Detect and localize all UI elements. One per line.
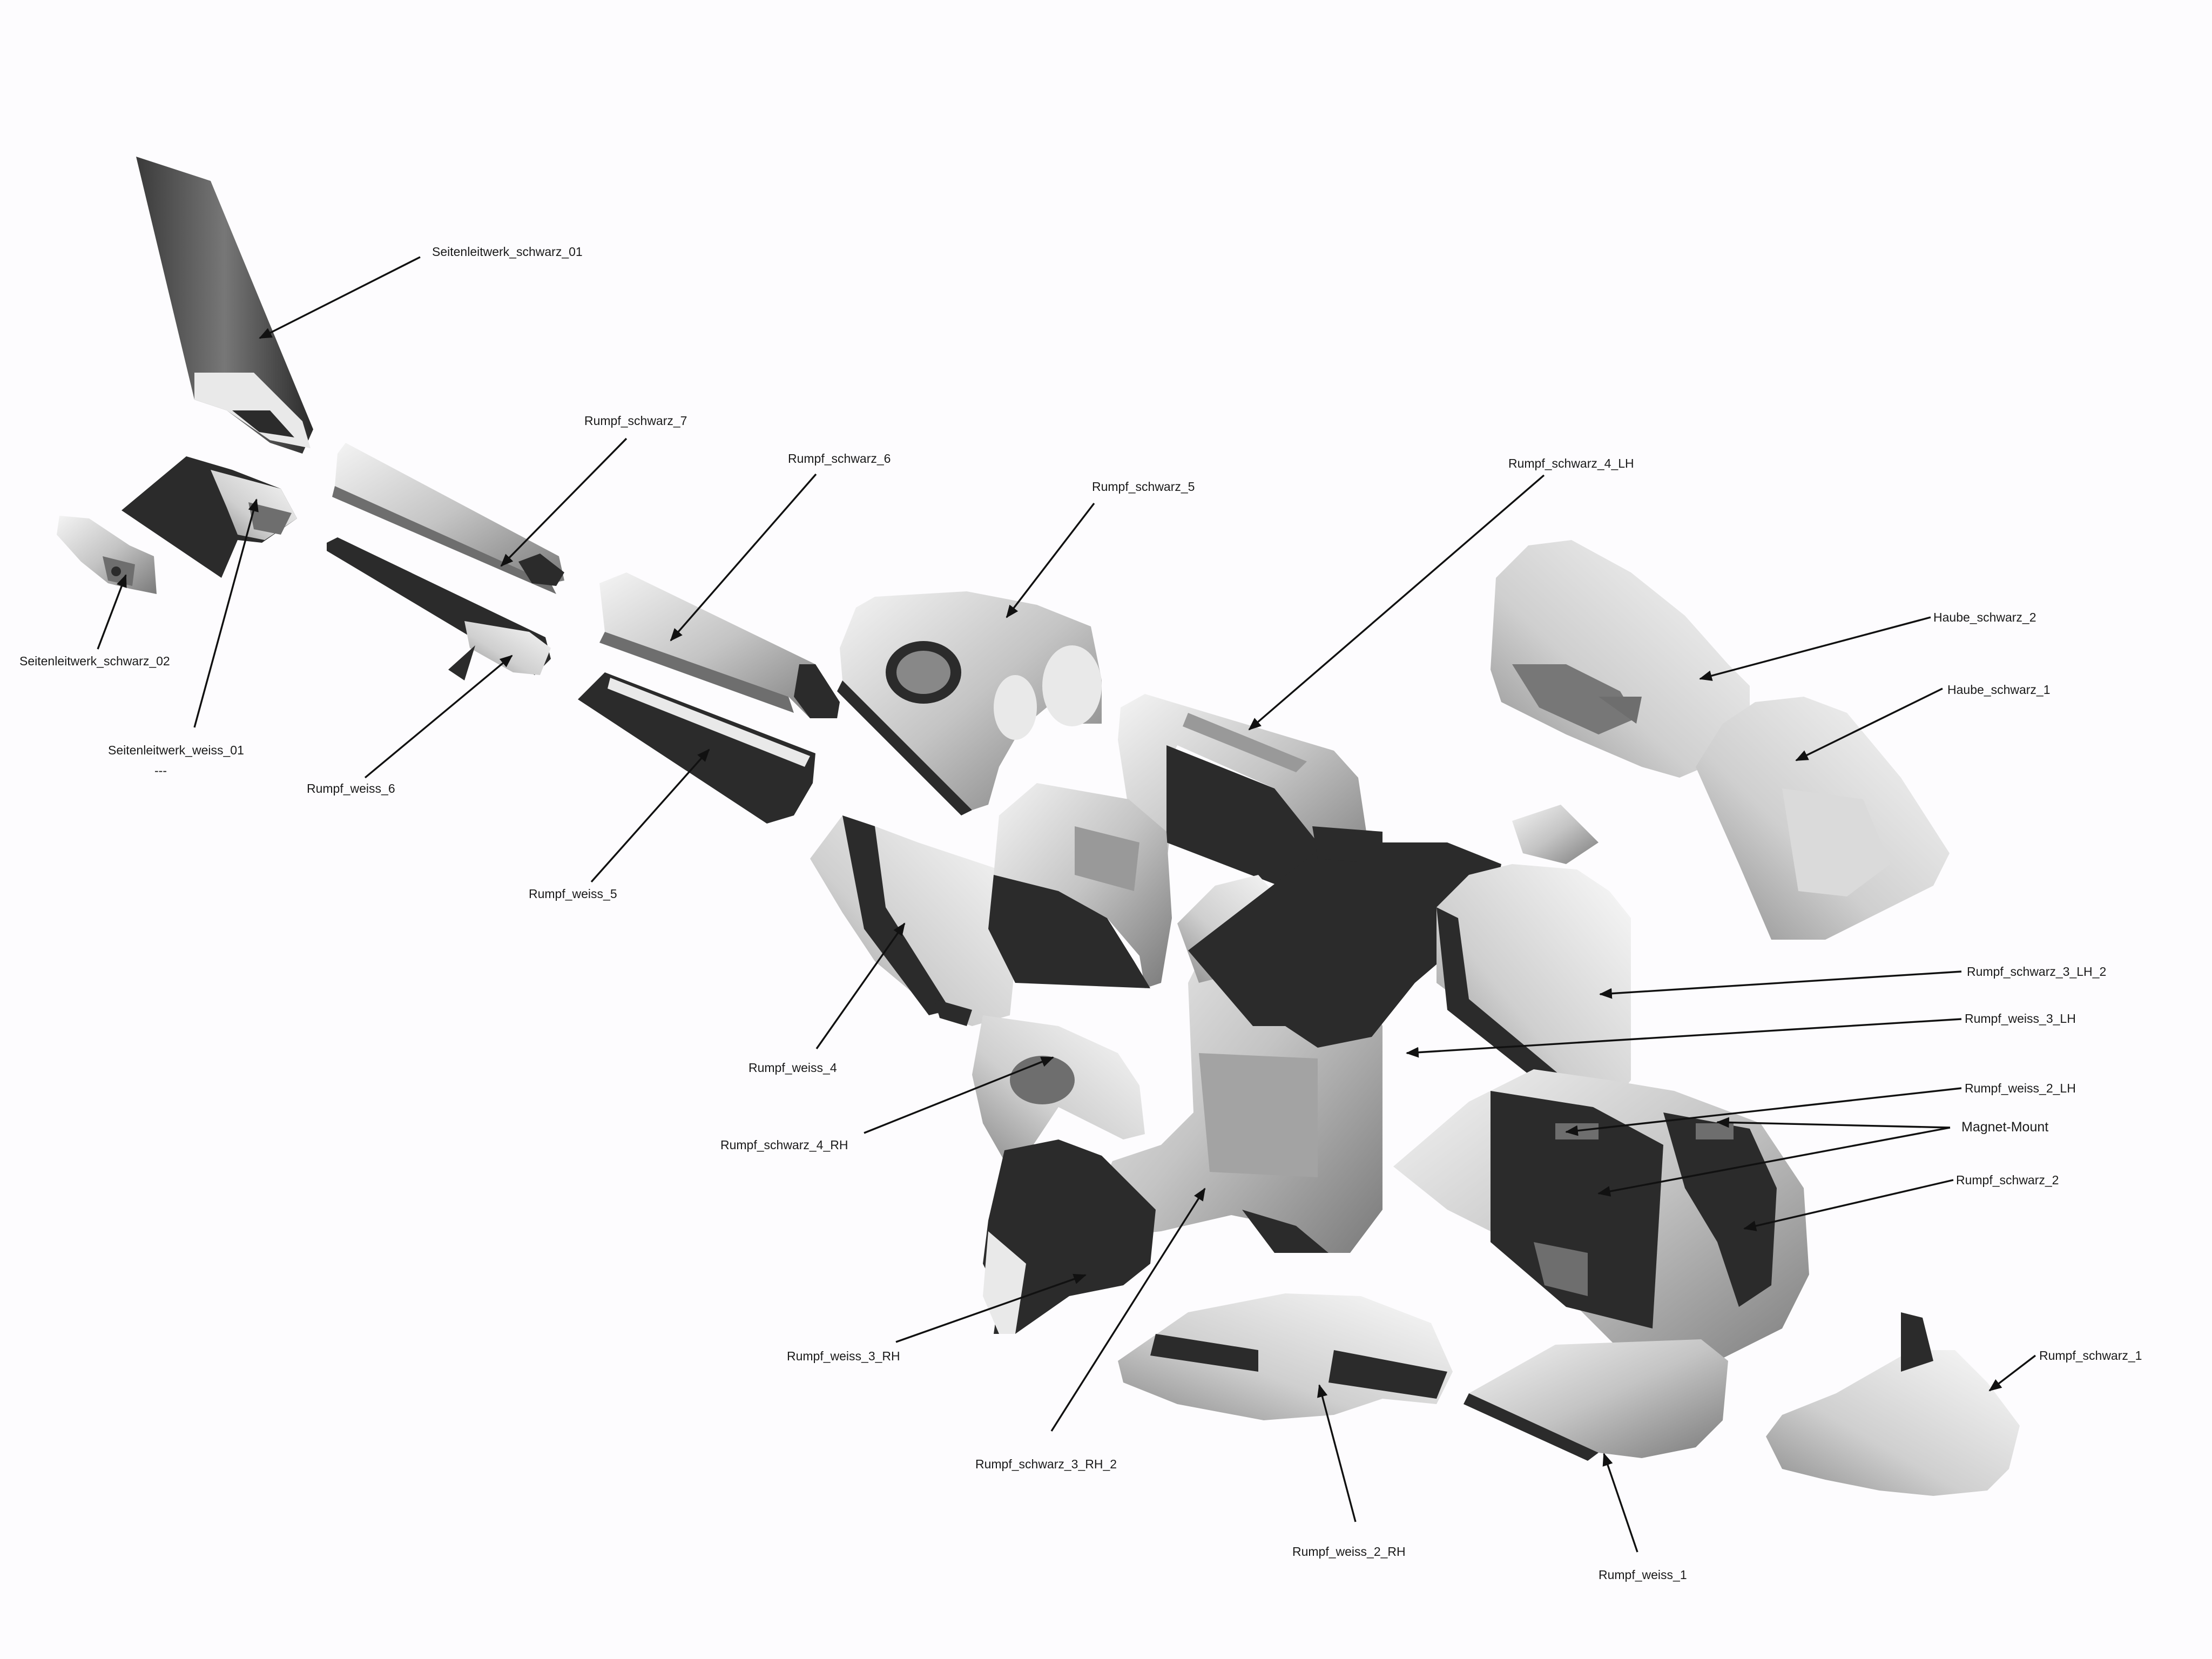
- label-rumpf-weiss-4: Rumpf_weiss_4: [748, 1061, 837, 1075]
- leader-haube-schwarz-1: [1795, 687, 1943, 761]
- label-rumpf-schwarz-4-rh: Rumpf_schwarz_4_RH: [720, 1138, 848, 1152]
- leader-rumpf-weiss-2-rh: [1317, 1384, 1357, 1522]
- part-rumpf-schwarz-6: [599, 572, 840, 718]
- label-seitenleitwerk-weiss-01: Seitenleitwerk_weiss_01: [108, 743, 244, 757]
- leader-rumpf-schwarz-7: [500, 437, 628, 567]
- leader-seitenleitwerk-weiss-01: [193, 498, 259, 728]
- part-seitenleitwerk-schwarz-01: [136, 157, 313, 454]
- label-seitenleitwerk-weiss-01-note: ---: [154, 764, 167, 778]
- leader-rumpf-schwarz-4-lh: [1248, 474, 1545, 731]
- part-seitenleitwerk-schwarz-02: [57, 516, 157, 594]
- label-rumpf-schwarz-3-rh-2: Rumpf_schwarz_3_RH_2: [975, 1457, 1117, 1471]
- leader-haube-schwarz-2: [1699, 616, 1931, 681]
- label-rumpf-schwarz-3-lh-2: Rumpf_schwarz_3_LH_2: [1967, 965, 2106, 979]
- leader-rumpf-weiss-1: [1602, 1453, 1638, 1553]
- leader-rumpf-weiss-6: [364, 655, 513, 779]
- leader-rumpf-schwarz-4-rh: [864, 1056, 1054, 1134]
- label-haube-schwarz-1: Haube_schwarz_1: [1947, 683, 2051, 697]
- part-rumpf-weiss-2-rh: [1118, 1293, 1453, 1420]
- leader-rumpf-schwarz-3-rh-2: [1050, 1188, 1206, 1432]
- part-rumpf-schwarz-5: [837, 591, 1102, 815]
- parts-group: [57, 157, 2020, 1496]
- part-rumpf-weiss-5: [578, 672, 815, 824]
- label-rumpf-schwarz-7: Rumpf_schwarz_7: [584, 414, 687, 428]
- label-rumpf-weiss-6: Rumpf_weiss_6: [307, 781, 395, 795]
- label-seitenleitwerk-schwarz-01: Seitenleitwerk_schwarz_01: [432, 245, 583, 259]
- part-rumpf-schwarz-1: [1766, 1312, 2020, 1496]
- label-seitenleitwerk-schwarz-02: Seitenleitwerk_schwarz_02: [19, 654, 170, 668]
- leader-rumpf-schwarz-5: [1006, 502, 1095, 618]
- part-rumpf-weiss-3-lh: [1188, 826, 1501, 1048]
- label-haube-schwarz-2: Haube_schwarz_2: [1933, 610, 2036, 624]
- part-rumpf-weiss-6: [327, 537, 551, 680]
- label-rumpf-schwarz-4-lh: Rumpf_schwarz_4_LH: [1508, 456, 1634, 470]
- leader-rumpf-schwarz-6: [670, 473, 817, 642]
- leader-seitenleitwerk-schwarz-02: [97, 574, 127, 650]
- label-rumpf-weiss-5: Rumpf_weiss_5: [529, 887, 617, 901]
- label-rumpf-weiss-3-lh: Rumpf_weiss_3_LH: [1965, 1011, 2076, 1026]
- label-rumpf-weiss-2-lh: Rumpf_weiss_2_LH: [1965, 1081, 2076, 1095]
- leader-rumpf-schwarz-3-lh-2: [1599, 970, 1962, 999]
- label-rumpf-schwarz-6: Rumpf_schwarz_6: [788, 451, 891, 466]
- label-rumpf-schwarz-5: Rumpf_schwarz_5: [1092, 480, 1195, 494]
- part-rumpf-weiss-4: [810, 815, 1015, 1026]
- part-haube-schwarz-2: [1491, 540, 1750, 778]
- leader-seitenleitwerk-schwarz-01: [259, 256, 421, 339]
- leader-rumpf-schwarz-2: [1743, 1179, 1954, 1231]
- label-rumpf-weiss-1: Rumpf_weiss_1: [1599, 1568, 1687, 1582]
- part-haube-schwarz-1: [1696, 697, 1950, 940]
- leader-rumpf-weiss-4: [815, 922, 906, 1049]
- leader-magnet-mount-a: [1716, 1117, 1951, 1129]
- part-rumpf-schwarz-4-lh: [1118, 694, 1366, 896]
- label-rumpf-weiss-2-rh: Rumpf_weiss_2_RH: [1292, 1545, 1406, 1559]
- leader-lines: [97, 256, 2036, 1553]
- leader-rumpf-weiss-5: [590, 748, 710, 883]
- leader-magnet-mount-b: [1597, 1127, 1951, 1197]
- labels: Seitenleitwerk_schwarz_01 Seitenleitwerk…: [19, 245, 2142, 1582]
- part-rumpf-schwarz-2: [1393, 1069, 1809, 1382]
- leader-rumpf-weiss-3-rh: [895, 1273, 1087, 1343]
- label-rumpf-schwarz-1: Rumpf_schwarz_1: [2039, 1348, 2142, 1363]
- leader-rumpf-weiss-2-lh: [1565, 1087, 1962, 1136]
- label-rumpf-weiss-3-rh: Rumpf_weiss_3_RH: [787, 1349, 900, 1363]
- part-rumpf-schwarz-4-rh: [972, 783, 1172, 1161]
- label-rumpf-schwarz-2: Rumpf_schwarz_2: [1956, 1173, 2059, 1187]
- part-rumpf-weiss-1: [1464, 1339, 1728, 1461]
- leader-rumpf-schwarz-1: [1988, 1354, 2036, 1392]
- label-magnet-mount: Magnet-Mount: [1961, 1120, 2048, 1135]
- part-rumpf-schwarz-7: [332, 443, 564, 594]
- leader-rumpf-weiss-3-lh: [1406, 1018, 1962, 1058]
